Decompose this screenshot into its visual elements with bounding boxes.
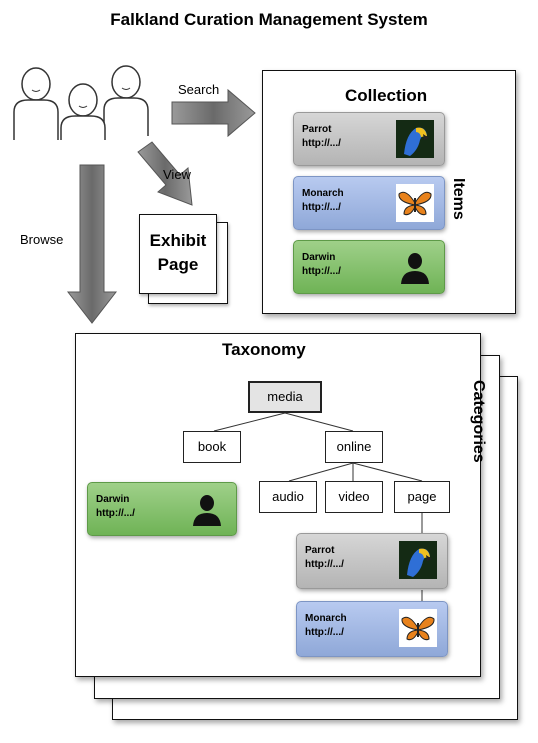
item-url: http://.../: [302, 138, 341, 149]
butterfly-icon: [399, 609, 437, 647]
collection-item-darwin[interactable]: Darwin http://.../: [293, 240, 445, 294]
node-media[interactable]: media: [248, 381, 322, 413]
item-url: http://.../: [302, 266, 341, 277]
item-name: Monarch: [305, 613, 347, 624]
item-name: Darwin: [96, 494, 130, 505]
collection-heading: Collection: [345, 86, 428, 105]
exhibit-page: Exhibit Page: [139, 214, 217, 294]
node-video[interactable]: video: [325, 481, 383, 513]
browse-label: Browse: [20, 232, 64, 247]
person-silhouette-icon: [401, 253, 429, 284]
view-arrow: [137, 141, 193, 206]
node-page[interactable]: page: [394, 481, 450, 513]
search-label: Search: [178, 82, 220, 97]
item-name: Parrot: [302, 124, 332, 135]
collection-item-monarch[interactable]: Monarch http://.../: [293, 176, 445, 230]
node-audio[interactable]: audio: [259, 481, 317, 513]
parrot-icon: [399, 541, 437, 579]
person-silhouette-icon: [193, 495, 221, 526]
butterfly-icon: [396, 184, 434, 222]
users-icon: [13, 65, 149, 140]
node-online[interactable]: online: [325, 431, 383, 463]
taxonomy-heading: Taxonomy: [222, 340, 306, 359]
exhibit-line-2: Page: [157, 255, 199, 274]
search-arrow: [171, 88, 256, 138]
view-label: View: [163, 167, 191, 182]
item-name: Monarch: [302, 188, 344, 199]
item-url: http://.../: [305, 559, 344, 570]
exhibit-line-1: Exhibit: [149, 231, 207, 250]
diagram-title: Falkland Curation Management System: [110, 10, 428, 29]
taxonomy-item-parrot[interactable]: Parrot http://.../: [296, 533, 448, 589]
item-url: http://.../: [305, 627, 344, 638]
taxonomy-item-monarch[interactable]: Monarch http://.../: [296, 601, 448, 657]
collection-item-parrot[interactable]: Parrot http://.../: [293, 112, 445, 166]
categories-label: Categories: [470, 380, 487, 463]
parrot-icon: [396, 120, 434, 158]
item-url: http://.../: [96, 508, 135, 519]
taxonomy-item-darwin[interactable]: Darwin http://.../: [87, 482, 237, 536]
node-book[interactable]: book: [183, 431, 241, 463]
browse-arrow: [66, 164, 118, 324]
item-name: Darwin: [302, 252, 336, 263]
item-url: http://.../: [302, 202, 341, 213]
item-name: Parrot: [305, 545, 335, 556]
